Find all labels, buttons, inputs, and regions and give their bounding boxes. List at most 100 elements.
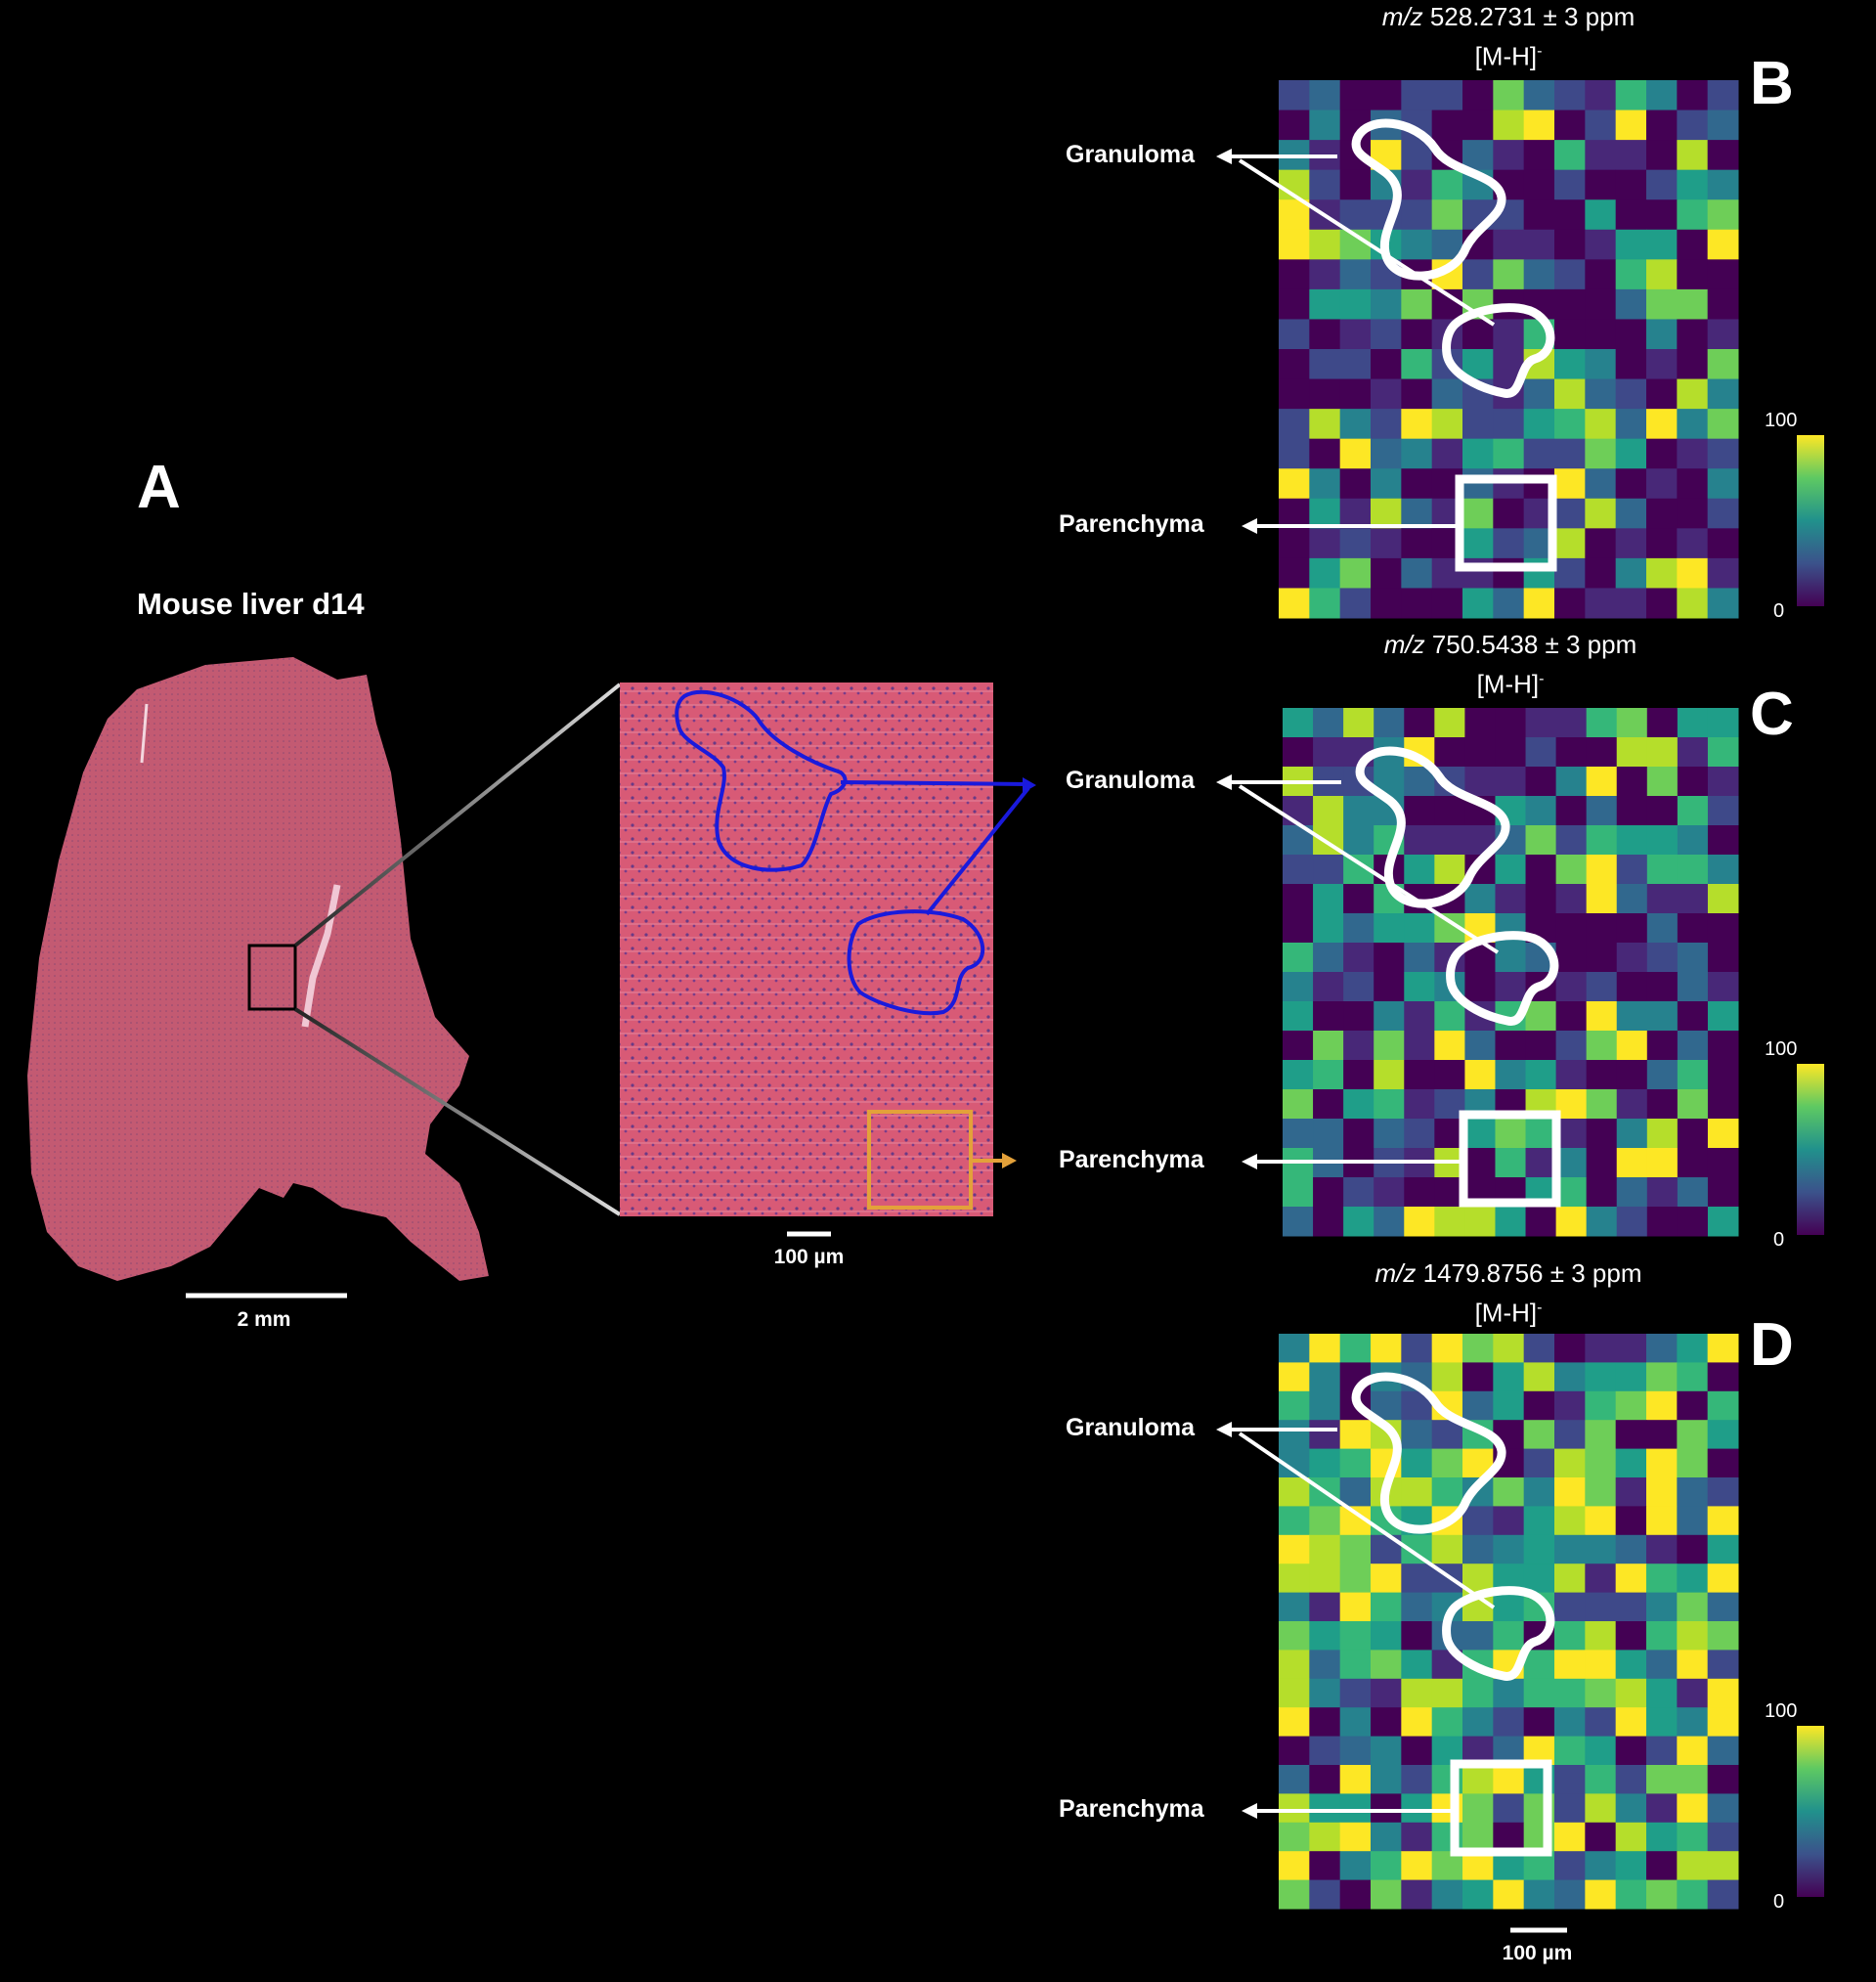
heatmap-pixel [1616, 1089, 1648, 1120]
heatmap-pixel [1339, 1736, 1372, 1766]
heatmap-pixel [1462, 1334, 1494, 1363]
heatmap-pixel [1554, 140, 1586, 171]
heatmap-pixel [1677, 796, 1709, 826]
heatmap-pixel [1646, 1148, 1679, 1178]
heatmap-pixel [1707, 1089, 1739, 1120]
heatmap-pixel [1677, 884, 1709, 914]
heatmap-pixel [1523, 110, 1555, 141]
heatmap-pixel [1401, 288, 1433, 320]
heatmap-pixel [1309, 1879, 1341, 1910]
heatmap-pixel [1615, 557, 1647, 589]
granuloma-arrow [1238, 158, 1496, 327]
heatmap-pixel [1615, 140, 1647, 171]
heatmap-pixel [1283, 943, 1314, 973]
heatmap-pixel [1339, 288, 1372, 320]
heatmap-pixel [1313, 972, 1344, 1002]
heatmap-pixel [1339, 1621, 1372, 1651]
heatmap-pixel [1462, 1534, 1494, 1564]
heatmap-pixel [1616, 737, 1648, 768]
heatmap-pixel [1493, 229, 1525, 260]
heatmap-pixel [1493, 319, 1525, 350]
heatmap-pixel [1371, 1736, 1402, 1766]
heatmap-pixel [1371, 80, 1402, 111]
heatmap-pixel [1431, 378, 1463, 410]
heatmap-pixel [1339, 1334, 1372, 1363]
heatmap-pixel [1401, 1650, 1433, 1680]
heatmap-pixel [1401, 80, 1433, 111]
heatmap-pixel [1677, 1420, 1709, 1450]
heatmap-pixel [1555, 1060, 1588, 1090]
heatmap-pixel [1555, 972, 1588, 1002]
heatmap-pixel [1646, 528, 1678, 559]
heatmap-pixel [1707, 1390, 1739, 1421]
heatmap-pixel [1646, 1334, 1678, 1363]
heatmap-pixel [1371, 378, 1402, 410]
heatmap-pixel [1677, 588, 1709, 619]
heatmap-pixel [1462, 528, 1494, 559]
heatmap-pixel [1401, 1420, 1433, 1450]
heatmap-pixel [1495, 767, 1527, 797]
he-zoom-image [620, 683, 993, 1216]
heatmap-pixel [1707, 588, 1739, 619]
heatmap-pixel [1279, 1477, 1310, 1507]
heatmap-pixel [1677, 498, 1709, 529]
heatmap-pixel [1371, 557, 1402, 589]
heatmap-pixel [1677, 259, 1709, 290]
heatmap-pixel [1401, 588, 1433, 619]
heatmap-pixel [1646, 1592, 1678, 1622]
heatmap-pixel [1462, 468, 1494, 500]
heatmap-pixel [1646, 972, 1679, 1002]
heatmap-pixel [1615, 378, 1647, 410]
heatmap-pixel [1374, 1060, 1405, 1090]
heatmap-pixel [1707, 1177, 1739, 1208]
heatmap-pixel [1677, 1564, 1709, 1594]
heatmap-pixel [1374, 708, 1405, 738]
heatmap-pixel [1554, 1765, 1586, 1794]
heatmap-pixel [1523, 1420, 1555, 1450]
heatmap-pixel [1554, 1793, 1586, 1824]
heatmap-pixel [1707, 438, 1739, 469]
heatmap-pixel [1585, 1420, 1617, 1450]
heatmap-pixel [1707, 1678, 1739, 1708]
heatmap-pixel [1616, 708, 1648, 738]
heatmap-pixel [1401, 1477, 1433, 1507]
heatmap-pixel [1404, 1001, 1435, 1032]
heatmap-pixel [1586, 1089, 1618, 1120]
panel-a-title: Mouse liver d14 [137, 587, 365, 621]
heatmap-pixel [1677, 557, 1709, 589]
heatmap-pixel [1493, 1621, 1525, 1651]
heatmap-pixel [1464, 737, 1496, 768]
heatmap-pixel [1462, 588, 1494, 619]
heatmap-pixel [1677, 1119, 1709, 1149]
heatmap-pixel [1646, 1119, 1679, 1149]
heatmap-pixel [1434, 1207, 1465, 1237]
heatmap-pixel [1309, 557, 1341, 589]
heatmap-pixel [1339, 1793, 1372, 1824]
heatmap-pixel [1615, 1420, 1647, 1450]
heatmap-pixel [1707, 1793, 1739, 1824]
heatmap-pixel [1371, 1592, 1402, 1622]
heatmap-pixel [1309, 1822, 1341, 1852]
heatmap-pixel [1707, 528, 1739, 559]
adduct-charge: - [1539, 671, 1545, 687]
heatmap-pixel [1646, 1448, 1678, 1478]
heatmap-pixel [1495, 1119, 1527, 1149]
heatmap-pixel [1283, 1031, 1314, 1061]
heatmap-pixel [1462, 319, 1494, 350]
heatmap-pixel [1313, 737, 1344, 768]
colorbar-max-label: 100 [1765, 1038, 1798, 1060]
heatmap-pixel [1646, 1765, 1678, 1794]
heatmap-pixel [1401, 1765, 1433, 1794]
heatmap-pixel [1279, 1621, 1310, 1651]
heatmap-pixel [1585, 1765, 1617, 1794]
heatmap-pixel [1371, 1334, 1402, 1363]
heatmap-pixel [1646, 1362, 1678, 1392]
heatmap-pixel [1677, 319, 1709, 350]
heatmap-pixel [1585, 1334, 1617, 1363]
heatmap-pixel [1615, 1506, 1647, 1536]
heatmap-pixel [1615, 528, 1647, 559]
heatmap-pixel [1646, 1390, 1678, 1421]
heatmap-pixel [1343, 1031, 1374, 1061]
heatmap-pixel [1646, 588, 1678, 619]
